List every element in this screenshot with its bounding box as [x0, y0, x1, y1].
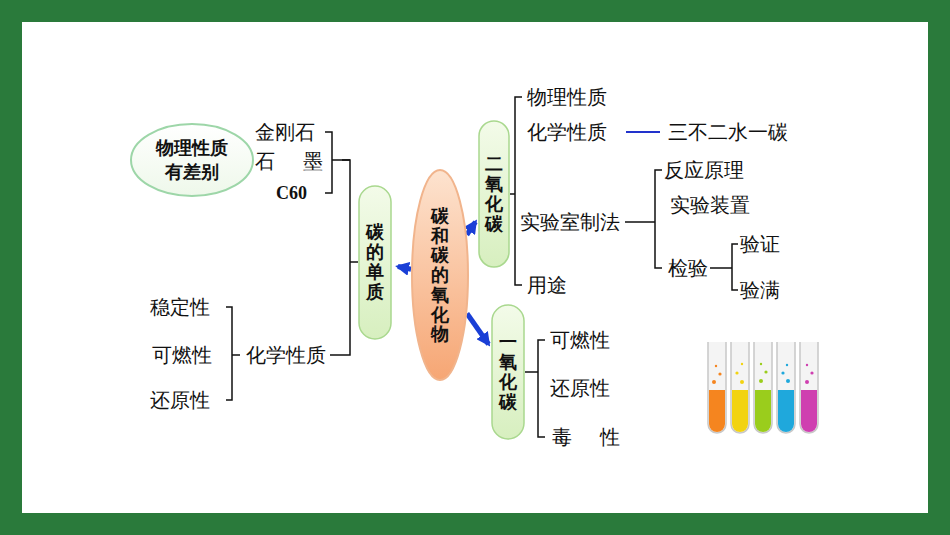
label-holder: 石 墨 — [255, 148, 323, 175]
label-text: 化学性质 — [527, 120, 607, 144]
label-text: 还原性 — [550, 376, 610, 400]
node-text: 二氧化碳 — [485, 154, 503, 233]
label-holder: 还原性 — [150, 387, 210, 414]
label-holder: 检验 — [668, 255, 708, 282]
label-holder: 金刚石 — [255, 119, 315, 146]
label-holder: 验满 — [740, 277, 780, 304]
label-holder: 物理性质 — [527, 84, 607, 111]
pill-node: 二氧化碳 — [478, 120, 510, 268]
label-holder: 毒 性 — [552, 424, 620, 451]
arrow-connector — [467, 314, 489, 345]
test-tube — [731, 342, 749, 433]
label-holder: 实验装置 — [670, 192, 750, 219]
label-text: 金刚石 — [255, 120, 315, 144]
label-holder: 稳定性 — [150, 294, 210, 321]
label-text: 验证 — [740, 232, 780, 256]
label-text: 可燃性 — [550, 328, 610, 352]
label-text: 可燃性 — [152, 343, 212, 367]
test-tube — [777, 342, 795, 433]
label-holder: 验证 — [740, 231, 780, 258]
label-text: 稳定性 — [150, 295, 210, 319]
arrow-connector — [467, 222, 476, 235]
label-holder: 用途 — [527, 272, 567, 299]
bracket — [325, 132, 350, 193]
pill-node: 一氧化碳 — [491, 304, 525, 440]
label-text: 用途 — [527, 273, 567, 297]
arrow-connector — [398, 267, 411, 270]
node-outline — [130, 123, 254, 197]
label-holder: 化学性质 — [527, 119, 607, 146]
label-holder: 还原性 — [550, 375, 610, 402]
label-holder: 可燃性 — [152, 342, 212, 369]
label-text: 石 墨 — [255, 149, 323, 173]
label-text: C60 — [276, 183, 307, 203]
bracket — [710, 244, 738, 290]
bracket — [625, 170, 662, 268]
brackets — [226, 97, 738, 437]
bracket — [525, 340, 545, 437]
test-tube — [754, 342, 772, 433]
node-text: 一氧化碳 — [499, 332, 517, 411]
node-text: 碳的单质 — [366, 222, 384, 301]
label-text: 验满 — [740, 278, 780, 302]
ellipse-node: 物理性质 有差别 — [130, 123, 254, 197]
label-text: 实验室制法 — [520, 210, 620, 234]
label-holder: C60 — [276, 183, 307, 204]
pill-node: 碳的单质 — [358, 185, 392, 340]
link-line — [626, 131, 660, 133]
test-tube — [708, 342, 726, 433]
label-text: 物理性质 — [527, 85, 607, 109]
label-holder: 化学性质 — [246, 342, 326, 369]
label-text: 反应原理 — [664, 158, 744, 182]
label-holder: 实验室制法 — [520, 209, 620, 236]
label-text: 实验装置 — [670, 193, 750, 217]
label-text: 三不二水一碳 — [668, 120, 788, 144]
label-holder: 反应原理 — [664, 157, 744, 184]
central-ellipse: 碳和碳的氧化物 — [411, 169, 469, 381]
label-holder: 可燃性 — [550, 327, 610, 354]
bracket — [330, 160, 358, 355]
node-text: 物理性质 有差别 — [153, 136, 231, 184]
test-tubes — [708, 342, 818, 433]
label-text: 毒 性 — [552, 425, 620, 449]
label-text: 还原性 — [150, 388, 210, 412]
test-tube — [800, 342, 818, 433]
bracket — [226, 307, 240, 400]
node-text: 碳和碳的氧化物 — [431, 206, 449, 345]
bracket — [510, 97, 522, 285]
page-ground — [22, 22, 928, 513]
label-text: 化学性质 — [246, 343, 326, 367]
label-text: 检验 — [668, 256, 708, 280]
label-holder: 三不二水一碳 — [668, 119, 788, 146]
